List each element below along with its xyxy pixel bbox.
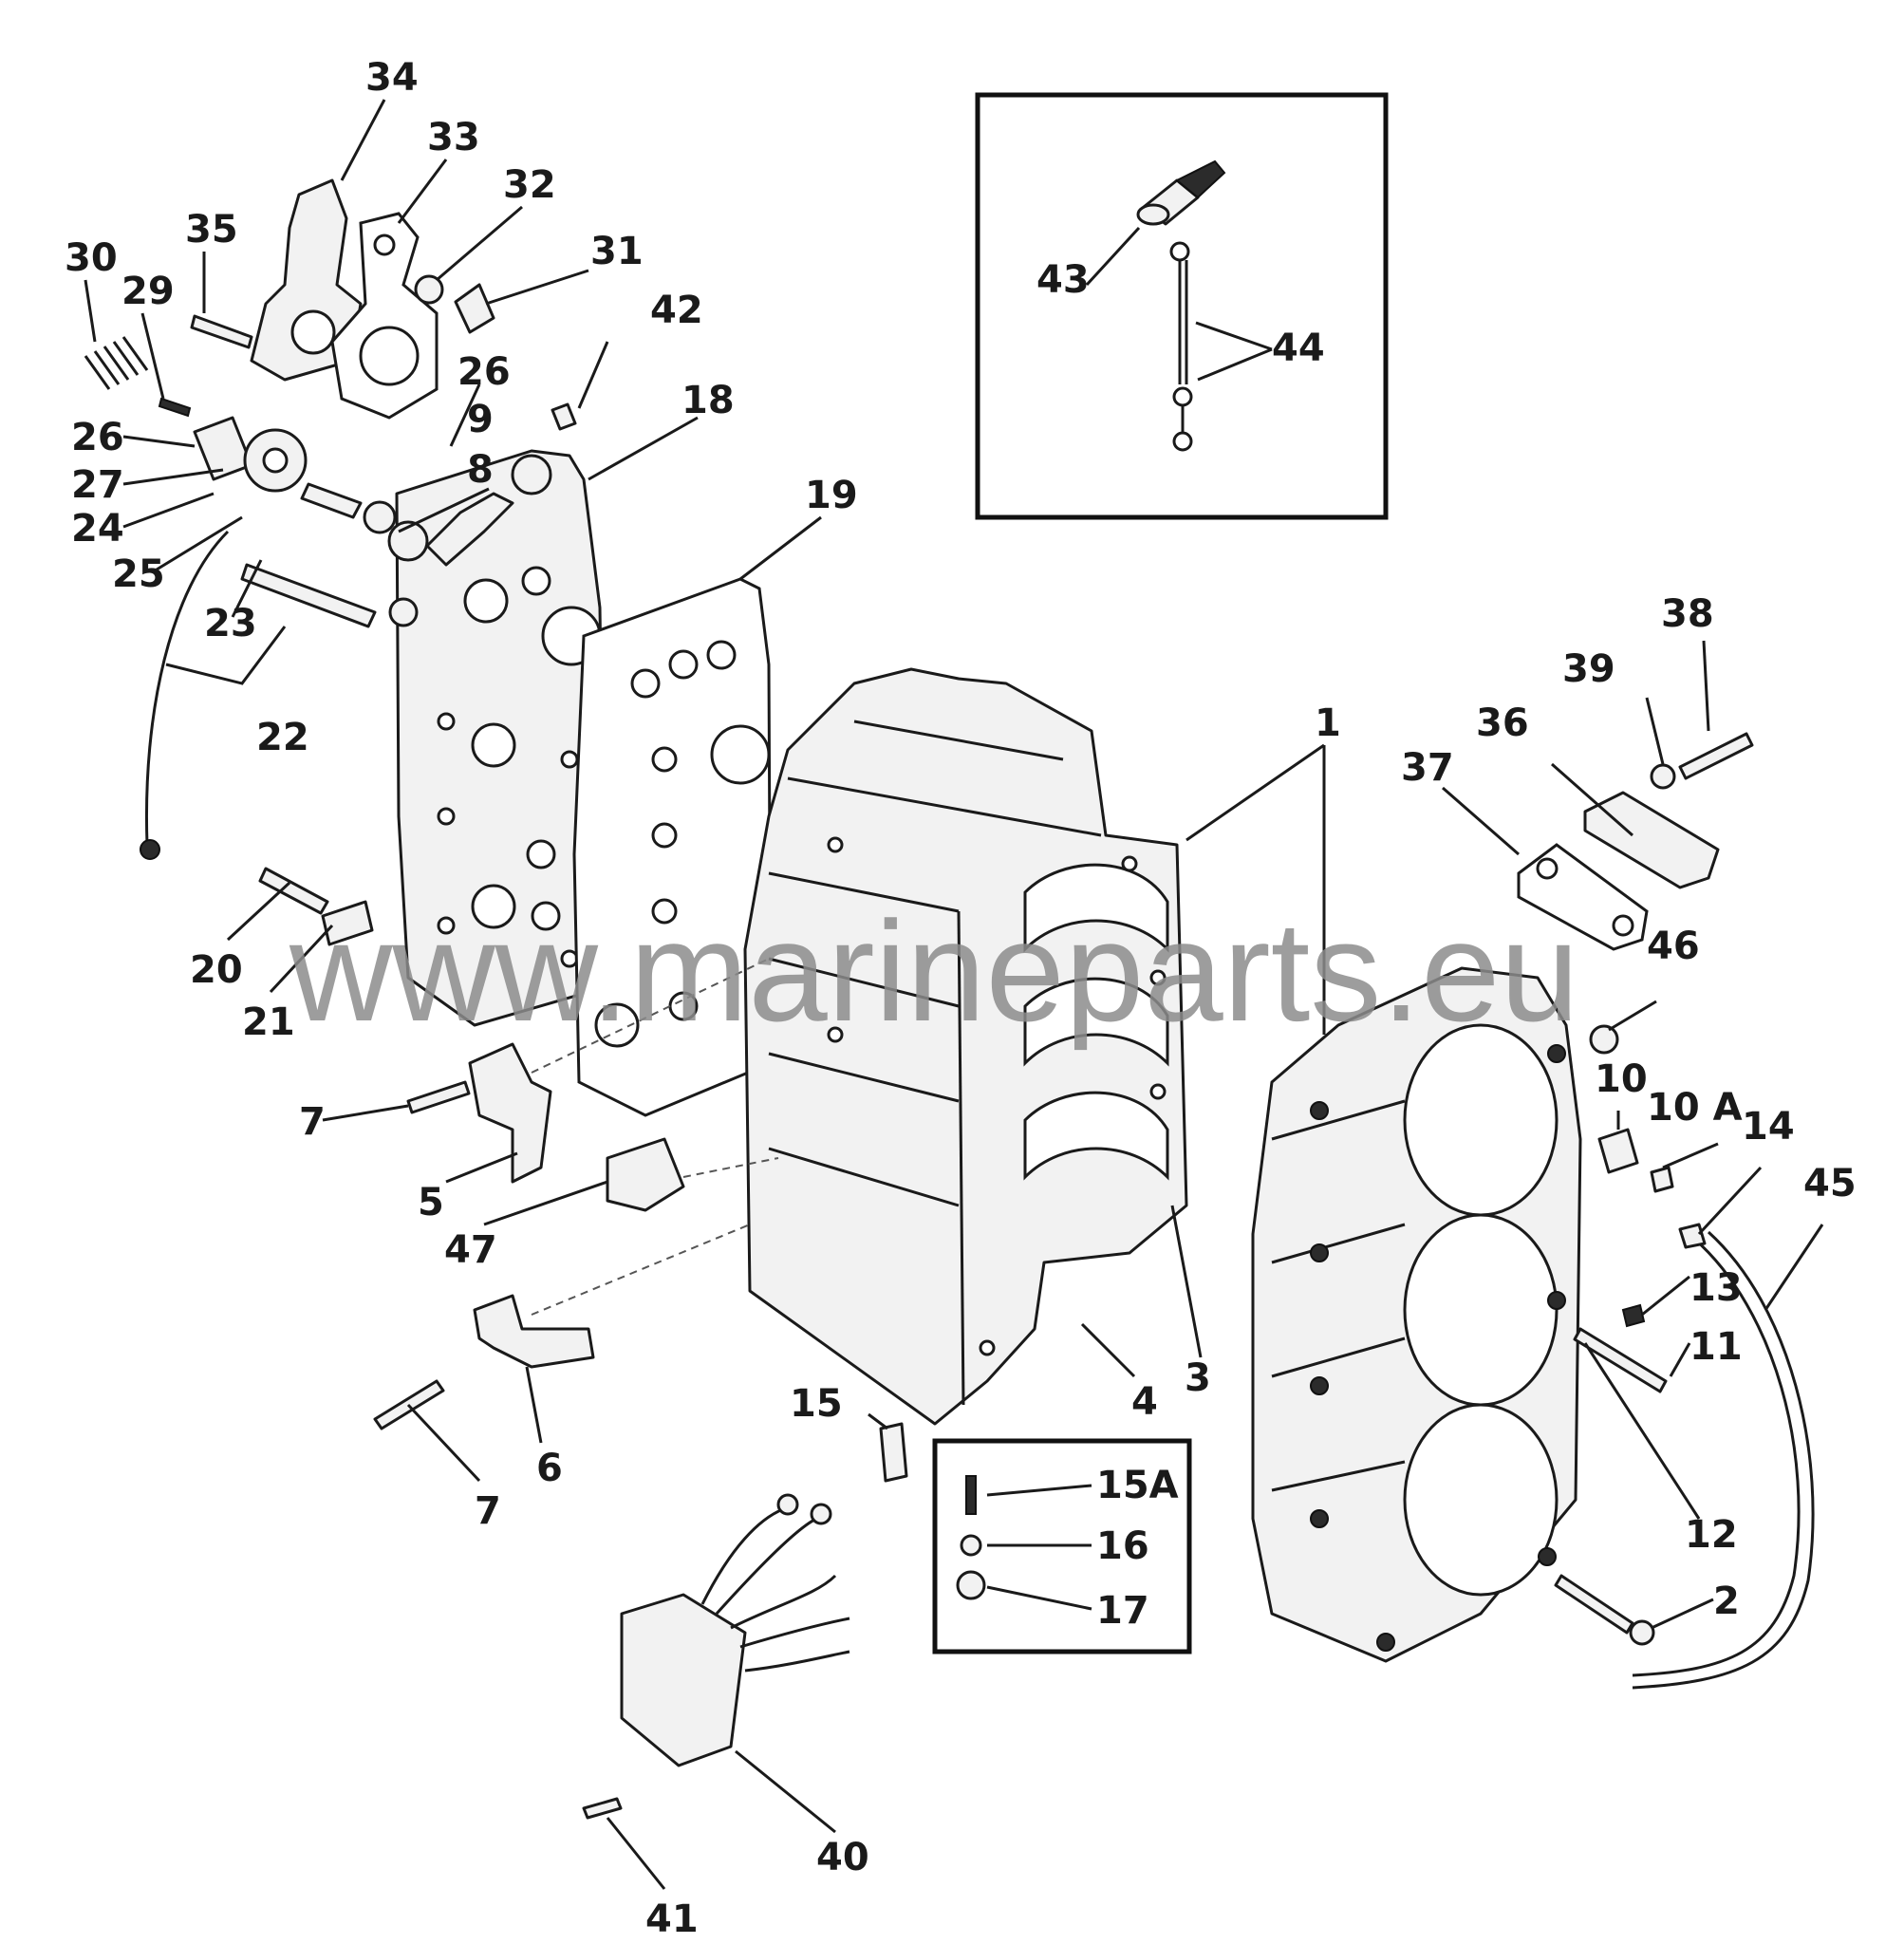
callout-35: 35 [185, 208, 238, 252]
part-15-screw [879, 1422, 908, 1483]
part-1-crankcase-cover [1251, 966, 1582, 1663]
callout-32: 32 [503, 163, 556, 207]
callout-2: 2 [1713, 1580, 1740, 1623]
part-5-bracket [468, 1042, 552, 1184]
part-38-bolt [1678, 732, 1754, 780]
callout-27: 27 [71, 463, 124, 507]
callout-25: 25 [112, 552, 165, 596]
part-7-screw-upper [406, 1080, 471, 1114]
part-11-12-bolt [1573, 1327, 1668, 1393]
callout-36: 36 [1476, 701, 1529, 745]
callout-18: 18 [681, 379, 735, 422]
callout-40: 40 [816, 1836, 869, 1879]
callout-13: 13 [1689, 1266, 1743, 1310]
callout-38: 38 [1661, 592, 1714, 636]
part-21-clip [321, 900, 374, 946]
callout-31: 31 [590, 230, 644, 273]
callout-7b: 7 [475, 1489, 501, 1533]
callout-3: 3 [1185, 1356, 1211, 1400]
callout-23: 23 [204, 602, 257, 645]
part-6-bracket [473, 1294, 595, 1369]
callout-42: 42 [650, 289, 703, 332]
leader-44 [1195, 321, 1273, 382]
callout-26b: 26 [457, 350, 511, 394]
dashed-alignment-lines [531, 958, 779, 1316]
part-26-fitting [300, 482, 397, 534]
callout-1: 1 [1315, 701, 1341, 745]
part-10-bushing [1597, 1128, 1639, 1174]
callout-46: 46 [1647, 925, 1700, 968]
callout-19: 19 [805, 474, 858, 517]
callout-17: 17 [1096, 1589, 1149, 1633]
watermark: www.marineparts.eu [289, 891, 1579, 1051]
part-45-hose [1632, 1223, 1815, 1690]
part-32-washer [414, 274, 444, 305]
callout-9: 9 [467, 398, 494, 441]
callout-labels: 34 33 32 31 42 35 30 29 26 27 24 25 26 9… [65, 56, 1857, 1941]
part-13-plug [1621, 1303, 1646, 1328]
part-37-gasket [1517, 843, 1649, 951]
callout-33: 33 [427, 116, 480, 159]
part-19-gasket [572, 577, 773, 1117]
part-47-clamp [606, 1137, 685, 1212]
part-34-bracket [250, 178, 363, 382]
callout-30: 30 [65, 236, 118, 280]
part-41-screw [582, 1797, 623, 1820]
part-10a-fitting [1650, 1166, 1674, 1193]
callout-39: 39 [1562, 647, 1615, 691]
part-22-hose-assembly [140, 530, 419, 860]
callout-34: 34 [365, 56, 419, 100]
callout-43: 43 [1036, 258, 1090, 302]
callout-8: 8 [467, 448, 494, 492]
callout-44: 44 [1272, 327, 1325, 370]
callout-6: 6 [536, 1447, 563, 1490]
part-44-link-rod [1169, 241, 1193, 452]
part-40-rectifier [620, 1493, 850, 1767]
callout-41: 41 [645, 1897, 699, 1941]
callout-21: 21 [242, 1000, 295, 1044]
part-36-plate [1583, 791, 1720, 889]
callout-22: 22 [256, 716, 309, 759]
callout-47: 47 [444, 1228, 497, 1272]
inset-box-15a-17 [932, 1438, 1192, 1654]
callout-10: 10 [1595, 1057, 1648, 1101]
callout-16: 16 [1096, 1524, 1149, 1568]
part-2-bolt [1554, 1574, 1655, 1646]
part-30-spring [84, 336, 149, 390]
part-46-nut [1589, 1024, 1619, 1055]
callout-7a: 7 [299, 1100, 326, 1144]
callout-26a: 26 [71, 416, 124, 459]
callout-11: 11 [1689, 1325, 1743, 1369]
part-8-elbow [425, 454, 552, 567]
part-3-cylinder-block [743, 667, 1188, 1426]
part-42-plug [551, 402, 577, 431]
callout-leaders [84, 99, 1824, 1890]
callout-37: 37 [1401, 746, 1454, 790]
inset-box-43-44 [975, 92, 1389, 520]
callout-14: 14 [1742, 1105, 1795, 1149]
callout-45: 45 [1803, 1162, 1857, 1206]
part-28-body [193, 416, 308, 493]
part-31-valve [454, 283, 495, 334]
part-43-fitting [1136, 159, 1226, 226]
callout-10a: 10 A [1647, 1086, 1743, 1130]
callout-15: 15 [790, 1382, 843, 1426]
part-33-gasket [330, 212, 439, 420]
callout-24: 24 [71, 507, 124, 551]
callout-20: 20 [190, 948, 243, 992]
part-29-pin [158, 397, 192, 418]
part-35-screw [190, 314, 253, 349]
callout-29: 29 [121, 270, 175, 313]
callout-15a: 15A [1096, 1464, 1179, 1507]
part-39-washer [1650, 763, 1676, 790]
callout-4: 4 [1131, 1380, 1158, 1424]
callout-12: 12 [1685, 1513, 1738, 1557]
leader-43 [1085, 226, 1141, 287]
part-20-bolt [258, 867, 329, 915]
callout-5: 5 [418, 1181, 444, 1224]
